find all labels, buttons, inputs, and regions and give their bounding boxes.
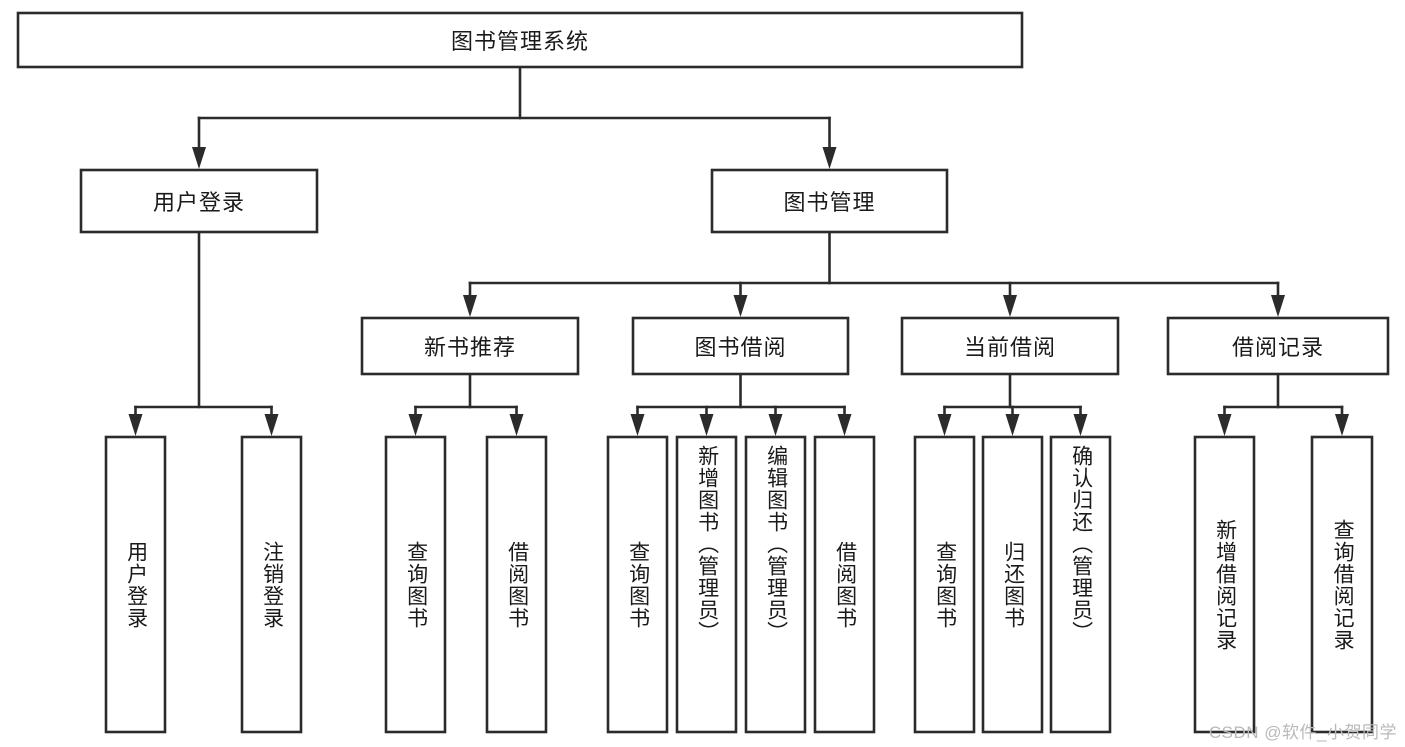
arrow-head-icon-leaf-logout-login [264,414,279,436]
arrow-head-icon-book-borrow [733,295,748,317]
arrow-head-icon-current-borrow [1003,295,1017,317]
arrow-head-icon-leaf-borrow-book-1 [509,414,524,436]
arrow-head-icon-leaf-return-book [1005,414,1020,436]
arrow-head-icon-leaf-add-book [699,414,714,436]
node-box-book-manage[interactable] [710,168,949,234]
node-box-leaf-logout-login[interactable] [240,435,303,734]
node-box-new-book-rec[interactable] [360,316,580,376]
node-box-leaf-query-record[interactable] [1310,435,1374,734]
node-box-leaf-borrow-book-2[interactable] [813,435,876,734]
arrow-head-icon-leaf-query-book-1 [408,414,423,436]
node-box-leaf-query-book-1[interactable] [384,435,447,734]
arrow-head-icon-leaf-user-login [128,414,143,436]
node-box-leaf-query-book-2[interactable] [606,435,669,734]
node-box-leaf-edit-book[interactable] [744,435,807,734]
node-box-book-borrow[interactable] [631,316,850,376]
node-box-leaf-borrow-book-1[interactable] [485,435,548,734]
arrow-head-icon-new-book-rec [463,295,477,317]
node-box-root[interactable] [16,11,1024,69]
edges-layer [128,65,1349,436]
node-box-leaf-user-login[interactable] [104,435,167,734]
arrow-head-icon-book-manage [822,147,837,169]
arrow-head-icon-leaf-query-record [1335,414,1349,436]
node-box-current-borrow[interactable] [900,316,1120,376]
node-box-borrow-record[interactable] [1166,316,1390,376]
arrow-head-icon-leaf-query-book-3 [937,414,952,436]
node-box-leaf-add-book[interactable] [675,435,738,734]
arrow-head-icon-borrow-record [1271,295,1285,317]
boxes-layer [16,11,1390,734]
arrow-head-icon-leaf-query-book-2 [630,414,645,436]
node-box-leaf-add-record[interactable] [1193,435,1256,734]
arrow-head-icon-leaf-edit-book [768,414,783,436]
node-box-user-login[interactable] [79,168,319,234]
arrow-head-icon-leaf-borrow-book-2 [837,414,852,436]
arrow-head-icon-user-login [192,147,206,169]
arrow-head-icon-leaf-add-record [1217,414,1232,436]
node-box-leaf-query-book-3[interactable] [913,435,976,734]
node-box-leaf-return-book[interactable] [981,435,1044,734]
arrow-head-icon-leaf-confirm-return [1073,414,1088,436]
node-box-leaf-confirm-return[interactable] [1049,435,1112,734]
